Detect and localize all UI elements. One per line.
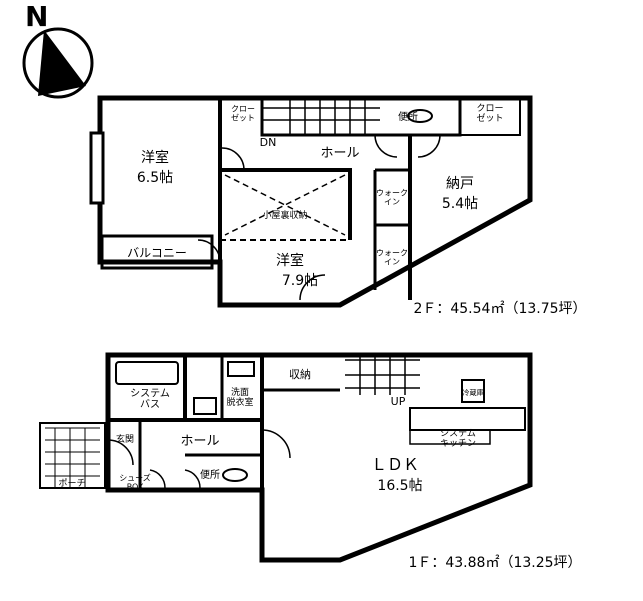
walkin-a-label: ウォークイン <box>376 189 408 207</box>
floor1-stairs <box>345 355 420 395</box>
floor2-stairs-label: DN <box>260 136 277 149</box>
bathtub-icon <box>115 361 179 385</box>
floor2-balcony <box>100 234 214 270</box>
walkin-b-label: ウォークイン <box>376 249 408 267</box>
north-arrow-icon <box>38 30 86 96</box>
floor2-area-label: 2Ｆ：45.54㎡（13.75坪） <box>413 301 586 317</box>
room-storage-size: 5.4帖 <box>442 196 478 212</box>
system-bath-label: システムバス <box>130 388 170 411</box>
ldk-name: ＬＤＫ <box>371 455 419 474</box>
closet-b-label: クローゼット <box>476 103 503 124</box>
porch-label: ポーチ <box>58 478 85 489</box>
floor1-porch <box>39 422 106 489</box>
floor1-storage-label: 収納 <box>289 368 311 381</box>
washroom-sink-icon <box>193 397 217 415</box>
floor1-stairs-label: UP <box>391 395 406 408</box>
compass-circle <box>22 27 94 99</box>
ldk-size: 16.5帖 <box>377 478 422 494</box>
refrigerator-label: 冷蔵庫 <box>463 388 484 397</box>
floor2-toilet-icon <box>407 109 433 123</box>
floor2-stairs <box>262 98 380 135</box>
closet-a-label: クローゼット <box>231 105 255 123</box>
room-western-b-size: 7.9帖 <box>282 273 318 289</box>
floor2-toilet-label: 便所 <box>398 110 418 123</box>
north-label: N <box>25 0 48 33</box>
floor1-hall-label: ホール <box>180 434 219 449</box>
room-storage-name: 納戸 <box>446 176 474 192</box>
loft-storage-label: 小屋裏収納 <box>262 209 307 221</box>
balcony-label: バルコニー <box>127 246 187 260</box>
floor2-outer-wall <box>97 95 533 308</box>
room-western-b-name: 洋室 <box>276 252 304 269</box>
refrigerator-icon <box>461 379 485 403</box>
kitchen-label: システムキッチン <box>440 428 476 449</box>
compass: N <box>22 0 94 99</box>
entrance-label: 玄関 <box>116 433 134 445</box>
floor1-outer-wall <box>105 352 533 563</box>
floor1-toilet-label: 便所 <box>200 468 220 481</box>
floor1-plan <box>39 352 533 563</box>
washroom-label: 洗面脱衣室 <box>226 386 253 408</box>
floor2-plan <box>89 95 533 308</box>
floor2-hall-label: ホール <box>320 146 359 161</box>
floor1-toilet-icon <box>222 468 248 482</box>
floor2-window <box>89 131 105 205</box>
room-western-a-size: 6.5帖 <box>137 170 173 186</box>
kitchen-counter <box>409 407 526 431</box>
floor1-area-label: 1Ｆ：43.88㎡（13.25坪） <box>408 555 581 571</box>
room-western-a-name: 洋室 <box>141 149 169 166</box>
washing-machine-icon <box>227 361 255 377</box>
